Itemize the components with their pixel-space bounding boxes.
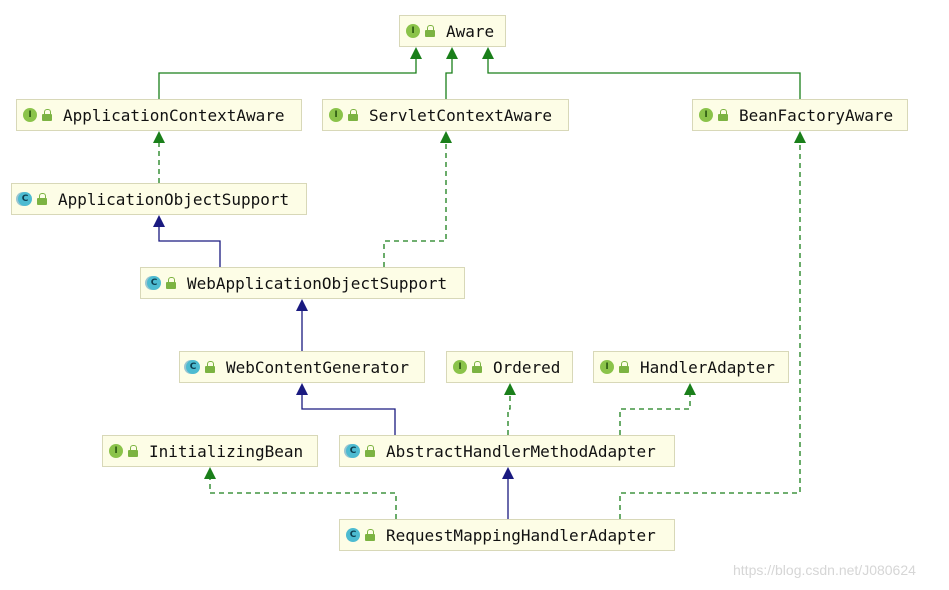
arrow-head (410, 47, 422, 59)
node-servlet-context-aware[interactable]: I ServletContextAware (322, 99, 569, 131)
edge-application-object-support-application-context-aware (153, 131, 165, 183)
node-application-context-aware[interactable]: I ApplicationContextAware (16, 99, 302, 131)
node-initializing-bean[interactable]: I InitializingBean (102, 435, 318, 467)
node-label: AbstractHandlerMethodAdapter (386, 441, 656, 461)
edge-servlet-context-aware-aware (445, 47, 458, 99)
interface-icon: I (23, 108, 37, 122)
node-label: ApplicationObjectSupport (58, 189, 290, 209)
node-label: HandlerAdapter (640, 357, 775, 377)
node-ordered[interactable]: I Ordered (446, 351, 573, 383)
public-lock-icon (37, 193, 48, 205)
edge-request-mapping-handler-adapter-bean-factory-aware (619, 131, 806, 519)
arrow-head (440, 131, 452, 143)
node-request-mapping-handler-adapter[interactable]: C RequestMappingHandlerAdapter (339, 519, 675, 551)
interface-icon: I (406, 24, 420, 38)
arrow-head (446, 47, 458, 59)
public-lock-icon (205, 361, 216, 373)
arrow-head (296, 383, 308, 395)
node-label: ApplicationContextAware (63, 105, 285, 125)
public-lock-icon (42, 109, 53, 121)
node-label: ServletContextAware (369, 105, 553, 125)
node-abstract-handler-method-adapter[interactable]: C AbstractHandlerMethodAdapter (339, 435, 675, 467)
public-lock-icon (718, 109, 729, 121)
interface-icon: I (699, 108, 713, 122)
edge-abstract-handler-method-adapter-ordered (504, 383, 516, 435)
public-lock-icon (128, 445, 139, 457)
abstract-class-icon: C (346, 444, 360, 458)
abstract-class-icon: C (147, 276, 161, 290)
node-aware[interactable]: I Aware (399, 15, 506, 47)
arrow-head (153, 215, 165, 227)
edge-web-content-generator-web-application-object-support (296, 299, 308, 351)
abstract-class-icon: C (18, 192, 32, 206)
arrow-head (153, 131, 165, 143)
node-label: WebApplicationObjectSupport (187, 273, 448, 293)
node-label: WebContentGenerator (226, 357, 410, 377)
interface-icon: I (109, 444, 123, 458)
interface-icon: I (453, 360, 467, 374)
edge-web-application-object-support-servlet-context-aware (383, 131, 452, 267)
node-application-object-support[interactable]: C ApplicationObjectSupport (11, 183, 307, 215)
edge-web-application-object-support-application-object-support (153, 215, 221, 267)
node-label: RequestMappingHandlerAdapter (386, 525, 656, 545)
watermark: https://blog.csdn.net/J080624 (733, 562, 916, 578)
public-lock-icon (619, 361, 630, 373)
arrow-head (502, 467, 514, 479)
abstract-class-icon: C (186, 360, 200, 374)
node-web-application-object-support[interactable]: C WebApplicationObjectSupport (140, 267, 465, 299)
public-lock-icon (166, 277, 177, 289)
node-label: Aware (446, 21, 495, 41)
edge-request-mapping-handler-adapter-initializing-bean (204, 467, 397, 519)
arrow-head (482, 47, 494, 59)
interface-icon: I (600, 360, 614, 374)
node-bean-factory-aware[interactable]: I BeanFactoryAware (692, 99, 908, 131)
edge-application-context-aware-aware (158, 47, 422, 99)
interface-icon: I (329, 108, 343, 122)
public-lock-icon (425, 25, 436, 37)
node-handler-adapter[interactable]: I HandlerAdapter (593, 351, 789, 383)
node-label: InitializingBean (149, 441, 304, 461)
arrow-head (504, 383, 516, 395)
arrow-head (296, 299, 308, 311)
node-label: BeanFactoryAware (739, 105, 894, 125)
public-lock-icon (365, 529, 376, 541)
node-web-content-generator[interactable]: C WebContentGenerator (179, 351, 425, 383)
arrow-head (204, 467, 216, 479)
node-label: Ordered (493, 357, 561, 377)
edge-abstract-handler-method-adapter-handler-adapter (619, 383, 696, 435)
edge-abstract-handler-method-adapter-web-content-generator (296, 383, 396, 435)
public-lock-icon (472, 361, 483, 373)
arrow-head (794, 131, 806, 143)
public-lock-icon (365, 445, 376, 457)
edge-request-mapping-handler-adapter-abstract-handler-method-adapter (502, 467, 514, 519)
arrow-head (684, 383, 696, 395)
public-lock-icon (348, 109, 359, 121)
class-icon: C (346, 528, 360, 542)
edge-bean-factory-aware-aware (482, 47, 801, 99)
